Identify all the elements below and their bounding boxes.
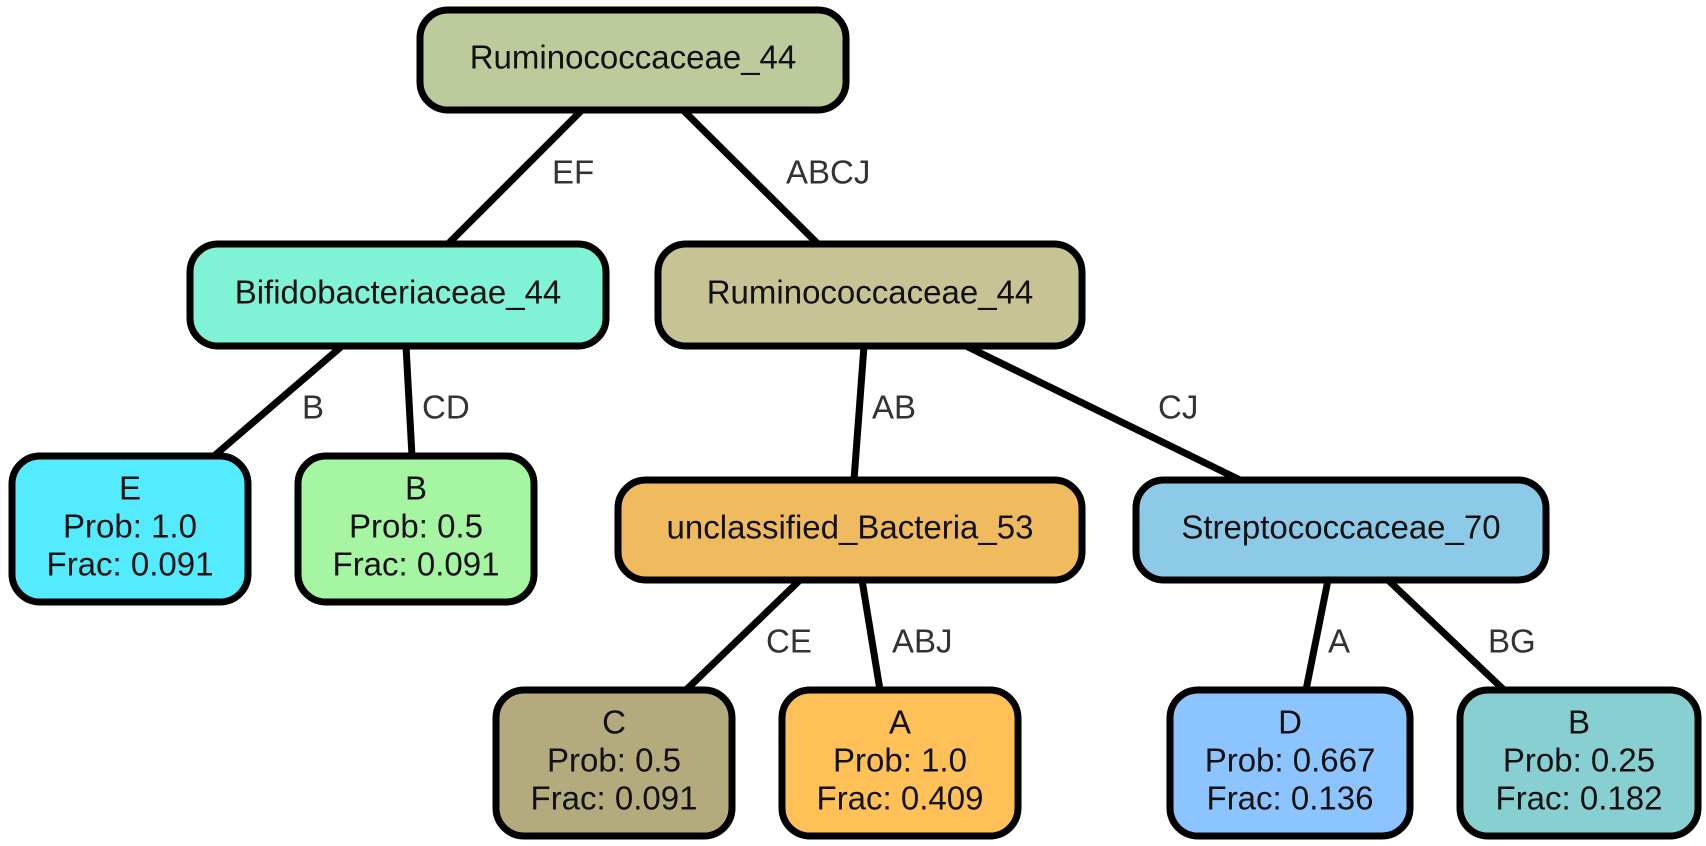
node-box [492, 686, 736, 840]
node-frac: Frac: 0.091 [531, 780, 698, 817]
node-title: B [1568, 704, 1590, 741]
tree-node-rumino2: Ruminococcaceae_44 [654, 240, 1086, 350]
node-frac: Frac: 0.091 [47, 546, 214, 583]
node-prob: Prob: 0.5 [547, 742, 681, 779]
edge-label: CD [422, 389, 470, 426]
edge-unclass-leafC [683, 577, 803, 693]
edge-strepto-leafD [1302, 579, 1332, 691]
node-prob: Prob: 1.0 [833, 742, 967, 779]
node-title: B [405, 470, 427, 507]
node-title: Ruminococcaceae_44 [470, 39, 797, 76]
edge-label: EF [552, 154, 594, 191]
node-prob: Prob: 0.5 [349, 508, 483, 545]
edge-label: CJ [1158, 389, 1198, 426]
edge-label: AB [872, 389, 916, 426]
node-box [8, 452, 252, 606]
edge-root-rumino2 [680, 107, 821, 247]
node-box [186, 240, 610, 350]
edge-label: BG [1488, 623, 1536, 660]
edge-rumino2-unclass [850, 345, 868, 481]
node-title: unclassified_Bacteria_53 [667, 509, 1034, 546]
edge-bifido-leafB1 [402, 345, 416, 457]
node-title: E [119, 470, 141, 507]
node-box [614, 476, 1086, 584]
edge-root-bifido [445, 107, 585, 247]
node-prob: Prob: 0.667 [1205, 742, 1376, 779]
edge-label: ABJ [892, 623, 953, 660]
node-box [1132, 476, 1550, 584]
node-box [778, 686, 1022, 840]
node-box [416, 6, 850, 114]
edge-label: CE [766, 623, 812, 660]
node-prob: Prob: 0.25 [1503, 742, 1655, 779]
tree-node-unclass: unclassified_Bacteria_53 [614, 476, 1086, 584]
edge-strepto-leafB2 [1385, 577, 1507, 693]
edge-label: A [1328, 623, 1350, 660]
node-box [294, 452, 538, 606]
node-title: C [602, 704, 626, 741]
tree-node-root: Ruminococcaceae_44 [416, 6, 850, 114]
tree-node-strepto: Streptococcaceae_70 [1132, 476, 1550, 584]
node-box [1166, 686, 1414, 840]
node-frac: Frac: 0.409 [817, 780, 984, 817]
node-frac: Frac: 0.136 [1207, 780, 1374, 817]
edge-rumino2-strepto [964, 342, 1242, 484]
node-title: Streptococcaceae_70 [1181, 509, 1500, 546]
node-prob: Prob: 1.0 [63, 508, 197, 545]
node-title: Bifidobacteriaceae_44 [235, 274, 562, 311]
edge-label: B [302, 389, 324, 426]
node-title: Ruminococcaceae_44 [707, 274, 1034, 311]
node-box [654, 240, 1086, 350]
edge-bifido-leafE [211, 343, 345, 459]
edge-unclass-leafA [858, 579, 884, 691]
node-frac: Frac: 0.182 [1496, 780, 1663, 817]
tree-node-bifido: Bifidobacteriaceae_44 [186, 240, 610, 350]
node-title: D [1278, 704, 1302, 741]
node-box [1456, 686, 1702, 840]
node-frac: Frac: 0.091 [333, 546, 500, 583]
edge-label: ABCJ [786, 154, 870, 191]
node-title: A [889, 704, 911, 741]
